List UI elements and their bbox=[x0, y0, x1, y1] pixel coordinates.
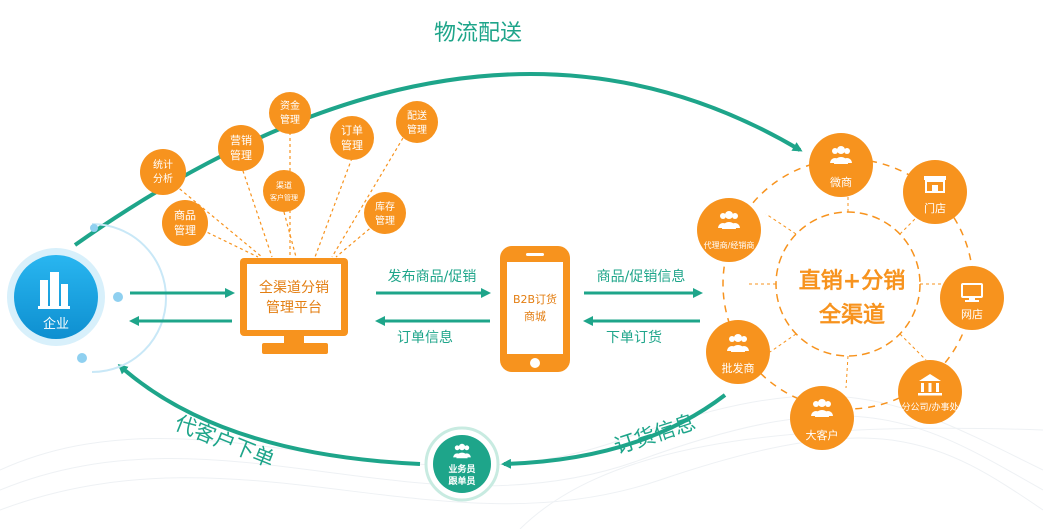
module-funds: 资金 管理 bbox=[269, 92, 311, 134]
module-inventory-line1: 库存 bbox=[375, 200, 395, 213]
channel-key-account: 大客户 bbox=[790, 386, 854, 450]
module-funds-line2: 管理 bbox=[280, 113, 300, 126]
module-delivery-line2: 管理 bbox=[407, 123, 427, 136]
channel-store: 门店 bbox=[903, 160, 967, 224]
module-products-line2: 管理 bbox=[174, 223, 196, 237]
module-marketing-line2: 管理 bbox=[230, 148, 252, 162]
module-orders-line1: 订单 bbox=[341, 124, 363, 137]
module-marketing-line1: 营销 bbox=[230, 133, 252, 147]
enterprise-label: 企业 bbox=[43, 316, 69, 332]
logistics-label: 物流配送 bbox=[434, 21, 522, 46]
module-inventory-line2: 管理 bbox=[375, 214, 395, 227]
module-channel-customers-line1: 渠道 bbox=[276, 180, 292, 190]
channel-branch-office-label: 分公司/办事处 bbox=[901, 401, 958, 413]
module-statistics-line2: 分析 bbox=[153, 172, 173, 185]
channel-wholesaler-label: 批发商 bbox=[722, 361, 755, 375]
order-info-label: 订货信息 bbox=[611, 410, 698, 459]
platform-line2: 管理平台 bbox=[266, 300, 322, 316]
channel-wholesaler: 批发商 bbox=[706, 320, 770, 384]
salesman-node: 业务员 跟单员 bbox=[424, 426, 500, 502]
store-icon bbox=[924, 176, 946, 193]
publish-label: 发布商品/促销 bbox=[388, 269, 477, 285]
order-info-flow-label: 订单信息 bbox=[397, 329, 453, 346]
platform-line1: 全渠道分销 bbox=[259, 279, 329, 296]
order-info-arc bbox=[501, 393, 727, 469]
goods-promo-label: 商品/促销信息 bbox=[597, 268, 686, 285]
center-line1: 直销+分销 bbox=[799, 268, 905, 294]
module-channel-customers-line2: 客户管理 bbox=[270, 193, 298, 202]
module-inventory: 库存 管理 bbox=[364, 192, 406, 234]
module-products-line1: 商品 bbox=[174, 208, 196, 222]
salesman-line1: 业务员 bbox=[448, 463, 475, 475]
center-line2: 全渠道 bbox=[818, 302, 885, 328]
channel-online-shop: 网店 bbox=[940, 266, 1004, 330]
enterprise-node: 企业 bbox=[7, 223, 167, 373]
channel-branch-office: 分公司/办事处 bbox=[898, 360, 962, 424]
module-delivery-line1: 配送 bbox=[407, 109, 427, 122]
logistics-arc bbox=[73, 72, 803, 247]
b2b-phone: B2B订货 商城 bbox=[500, 246, 570, 372]
channel-store-label: 门店 bbox=[924, 201, 946, 215]
building-icon bbox=[38, 272, 70, 309]
module-statistics: 统计 分析 bbox=[140, 149, 186, 195]
module-delivery: 配送 管理 bbox=[396, 101, 438, 143]
place-order-label: 下单订货 bbox=[606, 329, 662, 346]
module-statistics-line1: 统计 bbox=[153, 158, 173, 171]
module-orders: 订单 管理 bbox=[330, 116, 374, 160]
phone-line1: B2B订货 bbox=[513, 292, 557, 306]
salesman-line2: 跟单员 bbox=[448, 475, 475, 487]
monitor-icon bbox=[961, 283, 983, 302]
platform-monitor: 全渠道分销 管理平台 bbox=[240, 258, 348, 354]
channel-agent-dealer: 代理商/经销商 bbox=[697, 198, 761, 262]
module-products: 商品 管理 bbox=[162, 200, 208, 246]
module-orders-line2: 管理 bbox=[341, 138, 363, 152]
channel-key-account-label: 大客户 bbox=[806, 428, 839, 442]
channel-wechat-shop-label: 微商 bbox=[830, 175, 852, 189]
channel-online-shop-label: 网店 bbox=[961, 307, 983, 321]
channel-wechat-shop: 微商 bbox=[809, 133, 873, 197]
channel-agent-dealer-label: 代理商/经销商 bbox=[704, 240, 755, 250]
bank-icon bbox=[918, 374, 942, 396]
proxy-order-arc bbox=[117, 364, 421, 466]
module-funds-line1: 资金 bbox=[280, 99, 300, 112]
module-marketing: 营销 管理 bbox=[218, 125, 264, 171]
module-channel-customers: 渠道 客户管理 bbox=[263, 170, 305, 212]
phone-line2: 商城 bbox=[524, 309, 546, 323]
